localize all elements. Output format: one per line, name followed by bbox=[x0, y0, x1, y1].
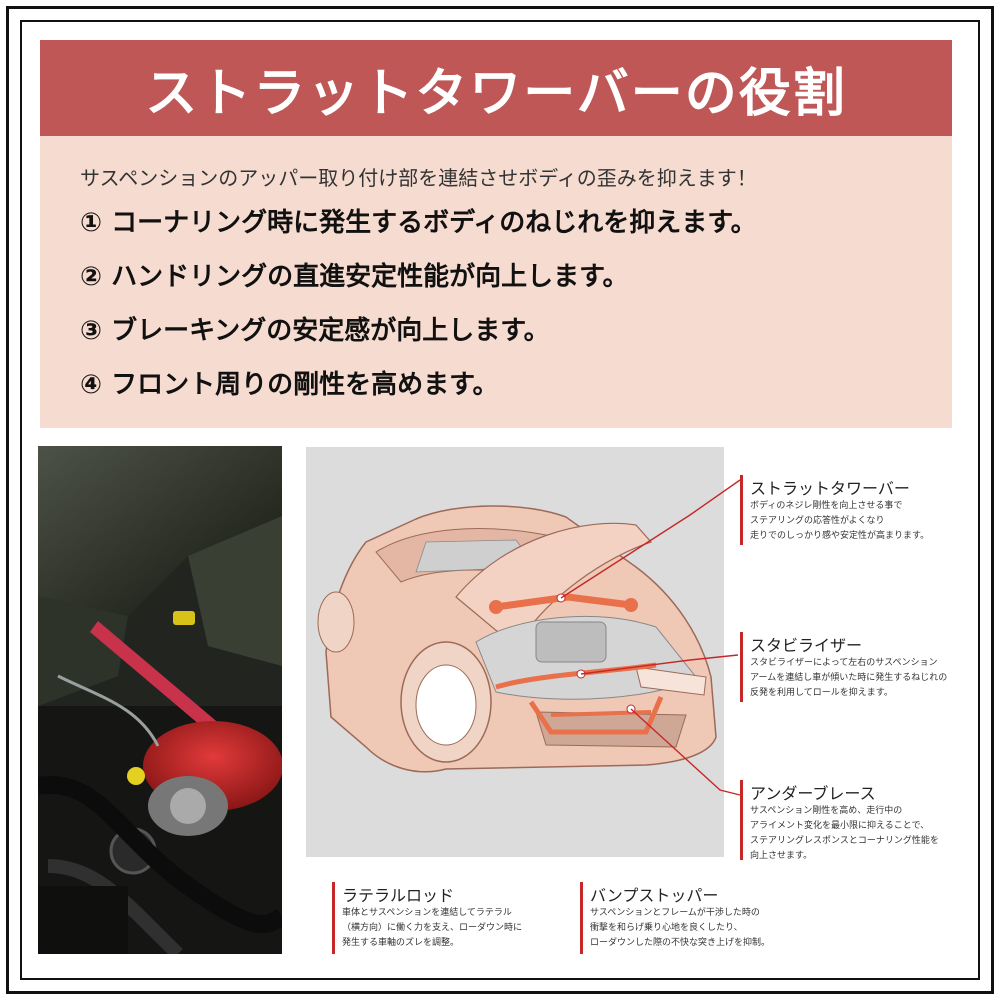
point-2: ② ハンドリングの直進安定性能が向上します。 bbox=[80, 262, 629, 292]
intro-lead: サスペンションのアッパー取り付け部を連結させボディの歪みを抑えます！ bbox=[80, 166, 757, 190]
point-1: ① コーナリング時に発生するボディのねじれを抑えます。 bbox=[80, 208, 757, 238]
point-4: ④ フロント周りの剛性を高めます。 bbox=[80, 370, 499, 400]
page-title: ストラットタワーバーの役割 bbox=[145, 63, 847, 124]
under-brace-title: アンダーブレース bbox=[750, 784, 876, 803]
point-3: ③ ブレーキングの安定感が向上します。 bbox=[80, 316, 550, 346]
strut-tower-bar-title: ストラットタワーバー bbox=[750, 479, 910, 498]
stabilizer-desc: スタビライザーによって左右のサスペンション アームを連結し車が傾いた時に発生する… bbox=[750, 658, 948, 698]
bump-stopper-desc: サスペンションとフレームが干渉した時の 衝撃を和らげ乗り心地を良くしたり、 ロー… bbox=[590, 908, 771, 948]
lateral-rod-desc: 車体とサスペンションを連結してラテラル （横方向）に働く力を支え、ローダウン時に… bbox=[342, 908, 523, 948]
under-brace-desc: サスペンション剛性を高め、走行中の アライメント変化を最小限に抑えることで、 ス… bbox=[750, 806, 939, 861]
lateral-rod-title: ラテラルロッド bbox=[342, 886, 455, 905]
outer-frame bbox=[6, 6, 994, 994]
inner-frame bbox=[20, 20, 980, 980]
engine-bay-photo bbox=[38, 446, 282, 954]
intro-box: サスペンションのアッパー取り付け部を連結させボディの歪みを抑えます！ ① コーナ… bbox=[40, 136, 952, 428]
strut-tower-bar-desc: ボディのネジレ剛性を向上させる事で ステアリングの応答性がよくなり 走りでのしっ… bbox=[750, 501, 930, 541]
stabilizer-title: スタビライザー bbox=[750, 636, 863, 655]
bump-stopper-title: バンプストッパー bbox=[590, 886, 719, 905]
title-banner: ストラットタワーバーの役割 bbox=[40, 40, 952, 136]
car-illustration bbox=[317, 505, 717, 773]
